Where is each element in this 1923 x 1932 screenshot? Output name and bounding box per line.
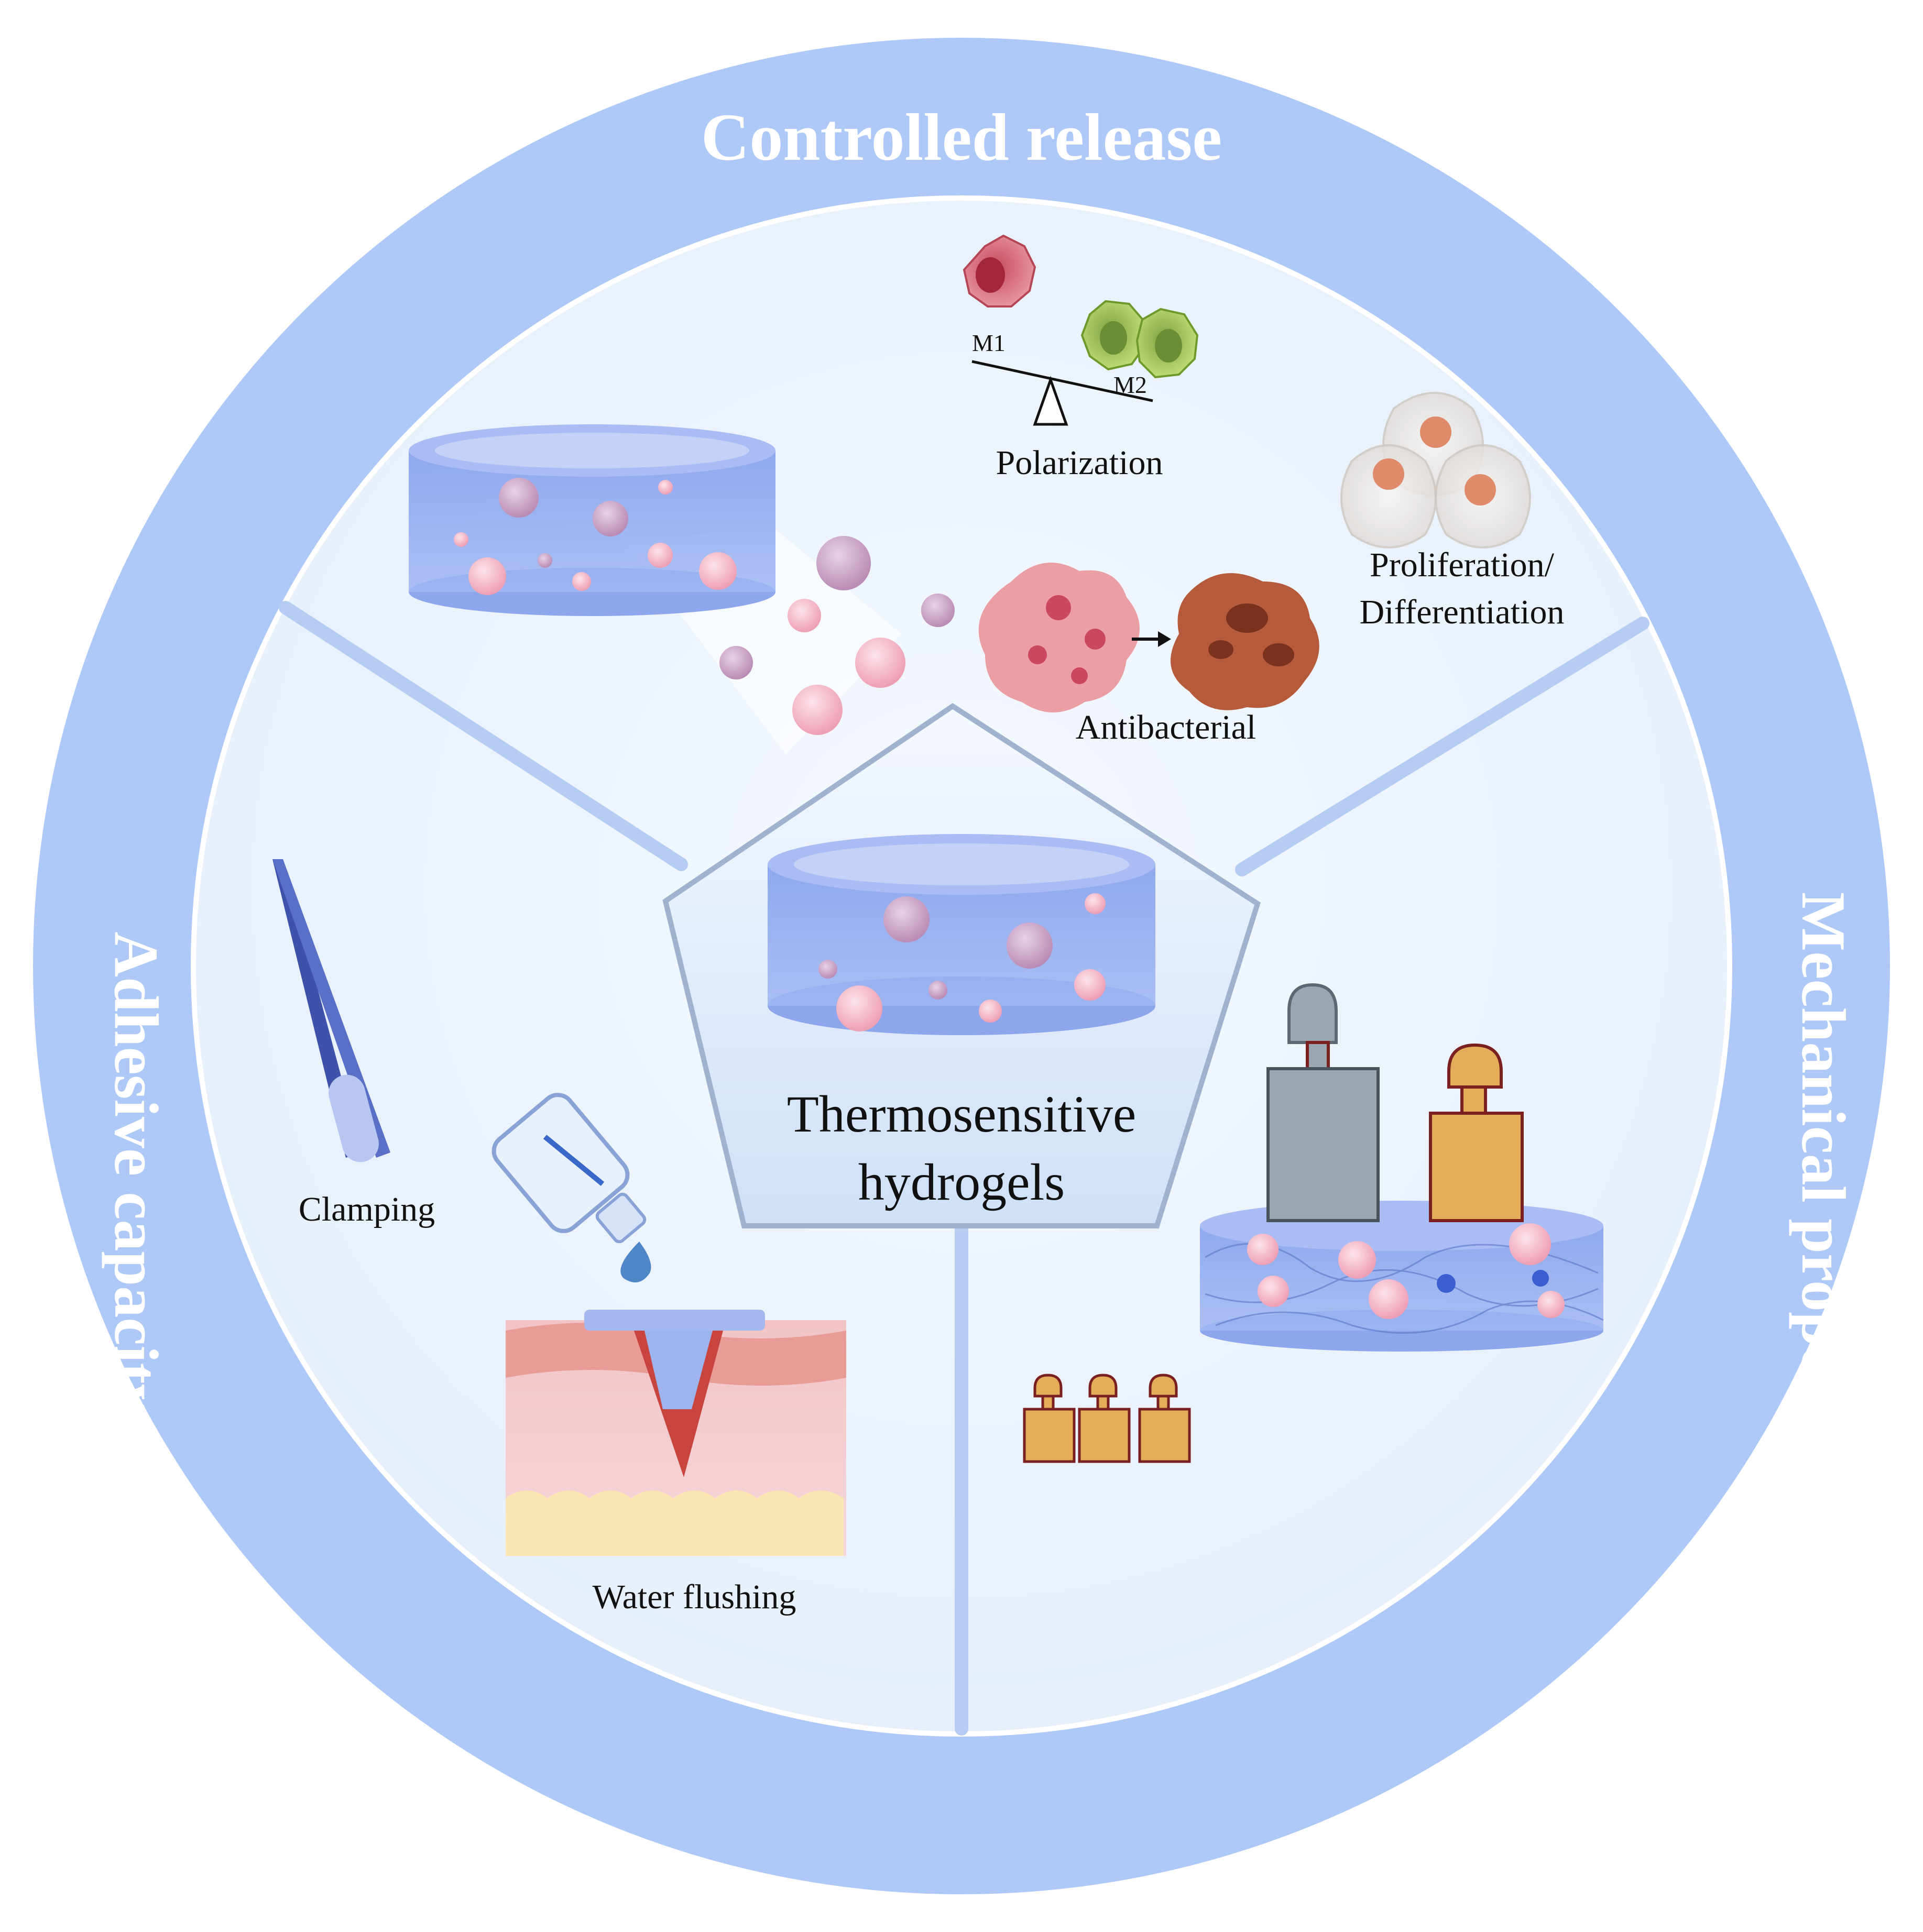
- antibacterial-label: Antibacterial: [1076, 708, 1256, 747]
- polarization-label: Polarization: [996, 444, 1163, 482]
- water-flushing-label: Water flushing: [593, 1578, 796, 1616]
- bacteria-cluster-icon: [978, 563, 1140, 712]
- polarization-balance-icon: [971, 360, 1153, 426]
- tweezers-icon: [272, 859, 390, 1162]
- m2-macrophage-icon: [1080, 300, 1199, 379]
- ring-label-adhesive-capacity: Adhesive capacity: [102, 931, 171, 1415]
- arrow-icon: [1132, 631, 1171, 647]
- sector-dividers: [279, 601, 1649, 1736]
- skin-wound-icon: [506, 1310, 846, 1556]
- m2-label: M2: [1113, 371, 1147, 398]
- released-particles: [699, 536, 955, 735]
- m1-macrophage-icon: [963, 234, 1036, 308]
- m1-label: M1: [972, 330, 1006, 356]
- ring-label-mechanical-property: Mechanical property: [1789, 892, 1859, 1455]
- gray-weight-icon: [1266, 983, 1380, 1222]
- center-title-line1: Thermosensitive: [787, 1085, 1137, 1143]
- ring-label-controlled-release: Controlled release: [701, 100, 1222, 174]
- gold-weight-large-icon: [1429, 1043, 1524, 1222]
- water-bottle-icon: [491, 1093, 651, 1282]
- dead-bacteria-icon: [1171, 573, 1319, 710]
- hydrogel-disk-center: [768, 834, 1155, 1035]
- hydrogel-slab-icon: [1200, 1201, 1604, 1352]
- center-title-line2: hydrogels: [858, 1153, 1065, 1211]
- proliferation-label: Proliferation/: [1370, 546, 1555, 584]
- gold-weights-small-icon: [1023, 1374, 1191, 1463]
- differentiation-label: Differentiation: [1360, 593, 1565, 631]
- proliferating-cells-icon: [1340, 392, 1531, 548]
- clamping-label: Clamping: [299, 1190, 435, 1228]
